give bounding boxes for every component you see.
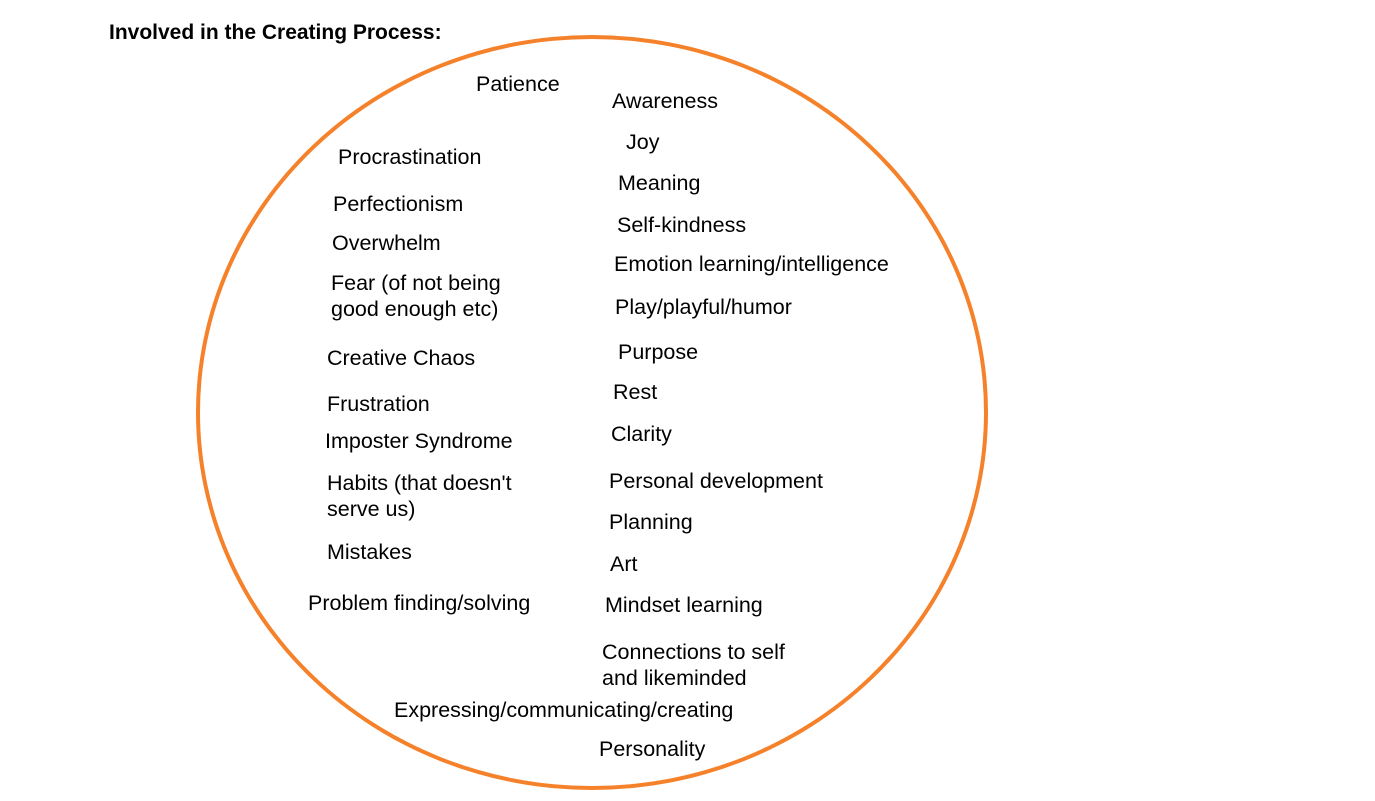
item-joy: Joy [626, 130, 660, 154]
item-planning: Planning [609, 510, 693, 534]
item-fear-line-1: Fear (of not being [331, 271, 501, 295]
item-mindset-learning: Mindset learning [605, 593, 763, 617]
item-habits-line-1: Habits (that doesn't [327, 471, 512, 495]
item-imposter-syndrome: Imposter Syndrome [325, 429, 513, 453]
item-clarity: Clarity [611, 422, 672, 446]
item-play: Play/playful/humor [615, 295, 792, 319]
item-personality: Personality [599, 737, 706, 761]
item-expressing: Expressing/communicating/creating [394, 698, 734, 722]
item-connections-line-1: Connections to self [602, 640, 785, 664]
item-mistakes: Mistakes [327, 540, 412, 564]
item-emotion-learning: Emotion learning/intelligence [614, 252, 889, 276]
item-art: Art [610, 552, 638, 576]
item-patience: Patience [476, 72, 560, 96]
item-meaning: Meaning [618, 171, 701, 195]
item-perfectionism: Perfectionism [333, 192, 464, 216]
item-creative-chaos: Creative Chaos [327, 346, 476, 370]
item-rest: Rest [613, 380, 658, 404]
process-circle [196, 35, 988, 790]
diagram-title: Involved in the Creating Process: [109, 21, 442, 44]
item-overwhelm: Overwhelm [332, 231, 441, 255]
item-frustration: Frustration [327, 392, 430, 416]
item-connections-line-2: and likeminded [602, 666, 747, 690]
item-habits-line-2: serve us) [327, 497, 416, 521]
item-self-kindness: Self-kindness [617, 213, 747, 237]
item-personal-development: Personal development [609, 469, 823, 493]
item-problem-finding: Problem finding/solving [308, 591, 531, 615]
item-fear-line-2: good enough etc) [331, 297, 499, 321]
item-awareness: Awareness [612, 89, 718, 113]
item-purpose: Purpose [618, 340, 699, 364]
item-procrastination: Procrastination [338, 145, 482, 169]
